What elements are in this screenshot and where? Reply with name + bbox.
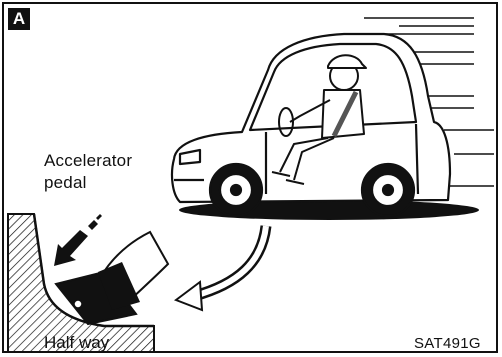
half-way-label: Half way xyxy=(44,333,109,353)
figure-frame: A Accelerator pedal Half way SAT491G xyxy=(2,2,498,353)
arrow-down-left-icon xyxy=(54,214,102,266)
accelerator-pedal-label-line1: Accelerator xyxy=(44,150,132,172)
figure-badge: A xyxy=(8,8,30,30)
figure-code: SAT491G xyxy=(414,335,481,353)
accelerator-pedal-label-line2: pedal xyxy=(44,172,132,194)
accelerator-pedal-label: Accelerator pedal xyxy=(44,150,132,194)
